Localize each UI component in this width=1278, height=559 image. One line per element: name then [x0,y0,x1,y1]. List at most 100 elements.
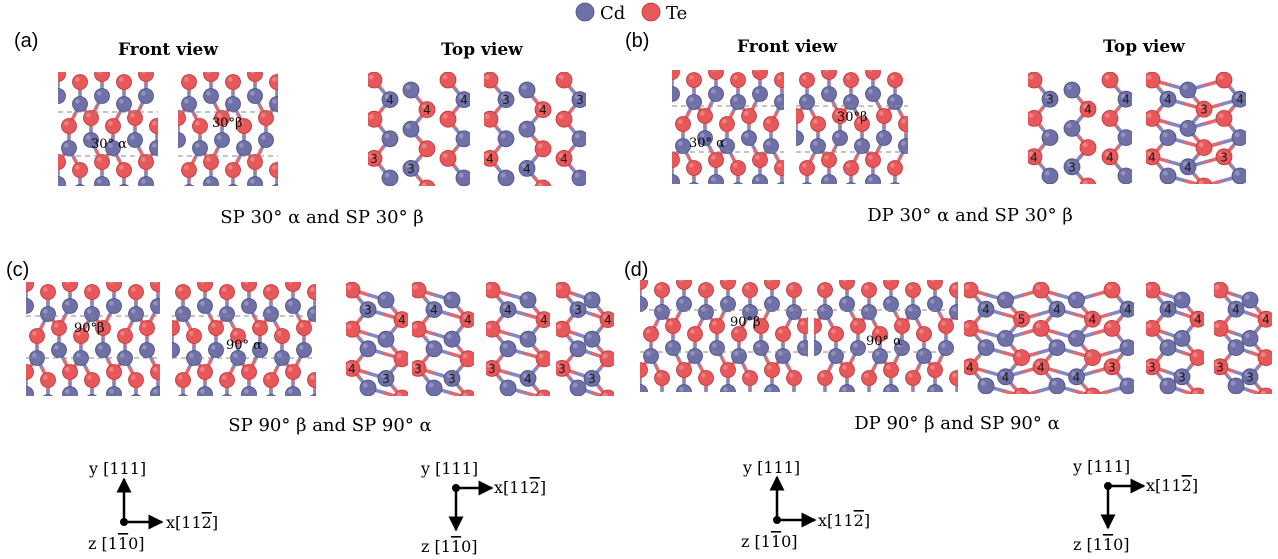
atom-highlight [1104,74,1110,80]
te-atom [686,160,702,176]
atom-highlight [734,351,739,356]
atom-highlight [780,155,785,160]
atom-highlight [346,363,352,368]
cd-atom [571,169,586,186]
cd-atom [161,185,176,200]
atom-highlight [522,334,528,339]
atom-highlight [788,199,793,204]
atom-highlight [799,155,804,160]
te-atom [797,318,808,334]
atom-highlight [908,285,913,290]
te-atom [774,72,784,88]
bond [782,190,788,197]
cd-atom [62,386,78,396]
axis-z-label: z [110] [88,534,145,553]
atom-highlight [875,329,880,334]
atom-highlight [206,179,211,184]
bond [92,402,98,409]
atom-highlight [1218,74,1224,80]
panel-b-front-right [780,70,925,204]
atom-highlight [1162,342,1168,348]
cd-atom [872,348,888,364]
atom-highlight [701,373,706,378]
te-atom [40,284,56,300]
panel-d-caption: DP 90° β and SP 90° α [854,413,1060,434]
bond [745,400,751,411]
atom-highlight [835,199,840,204]
te-atom [829,415,844,430]
bond [228,192,234,199]
cd-atom [796,130,804,146]
atom-highlight [75,77,80,82]
panel-a-tag: (a) [14,30,38,52]
atom-highlight [777,163,782,168]
bond [227,402,233,413]
atom-highlight [831,417,836,422]
atom-highlight [701,395,706,400]
atom-highlight [1214,323,1220,328]
atom-highlight [153,389,158,394]
cd-atom [832,130,848,146]
cd-atom [997,329,1014,347]
atom-highlight [930,299,935,304]
atom-highlight [766,141,771,146]
cd-atom [654,131,669,146]
atom-highlight [250,179,255,184]
bond [37,413,43,424]
atom-highlight [1071,371,1077,377]
atom-highlight [87,397,92,402]
atom-highlight [76,331,81,336]
atom-highlight [164,331,169,336]
atom-highlight [864,307,869,312]
cd-atom [910,87,925,102]
atom-highlight [458,133,464,139]
te-atom [1189,349,1204,366]
te-atom [786,197,801,212]
bond [168,104,174,111]
site-label: 5 [1018,313,1026,327]
te-atom [810,116,826,132]
bond [125,413,131,424]
bond [851,190,857,201]
cd-atom [569,301,587,319]
bond [811,392,817,403]
bond [756,407,762,414]
atom-highlight [195,143,200,148]
atom-highlight [346,324,352,329]
cd-atom [643,95,658,110]
te-atom [898,116,908,132]
te-atom [1028,72,1043,89]
atom-highlight [189,419,194,424]
cd-atom [359,301,377,319]
atom-highlight [261,113,266,118]
atom-highlight [711,177,716,182]
bond [845,390,850,392]
panel-a-angle-beta: 30°β [212,116,243,131]
site-label: 3 [558,362,566,376]
bond [771,201,777,212]
te-atom [752,70,768,80]
atom-highlight [233,331,238,336]
te-atom [330,277,345,292]
atom-highlight [1122,380,1128,386]
bond [15,405,21,416]
te-atom [534,179,552,186]
te-atom [418,179,436,186]
bond [618,312,624,319]
cd-atom [905,304,921,320]
te-atom [764,280,780,290]
atom-highlight [521,124,527,129]
cd-atom [571,130,586,148]
atom-highlight [421,182,427,186]
cd-atom [708,86,724,102]
bond [217,195,223,206]
atom-highlight [723,280,728,282]
atom-highlight [586,294,592,300]
bond [750,400,756,407]
site-label: 4 [1232,303,1240,317]
atom-highlight [1051,304,1057,309]
atom-highlight [586,373,592,378]
atom-highlight [1082,104,1088,109]
atom-highlight [272,77,277,82]
